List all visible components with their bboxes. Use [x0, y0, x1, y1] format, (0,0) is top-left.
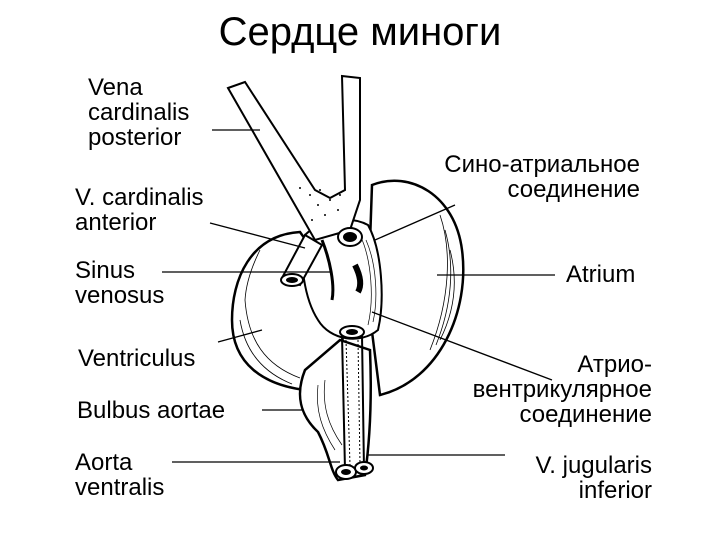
vena-cardinalis-posterior-shape — [226, 74, 361, 242]
label-atrio-ventricular: Атрио- вентрикулярное соединение — [472, 351, 652, 428]
label-bulbus-aortae: Bulbus aortae — [77, 397, 226, 424]
atrium-shape — [366, 179, 465, 397]
leader-ventriculus — [217, 329, 263, 343]
label-vena-cardinalis-posterior: Vena cardinalis posterior — [88, 74, 190, 151]
label-aorta-ventralis: Aorta ventralis — [75, 449, 165, 501]
label-sinus-venosus: Sinus venosus — [75, 257, 165, 309]
label-sino-atrial: Сино-атриальное соединение — [444, 151, 640, 203]
leader-atrio-ventricular — [371, 311, 553, 381]
leader-v-cardinalis-anterior — [209, 222, 306, 249]
page-title: Сердце миноги — [218, 10, 502, 54]
label-ventriculus: Ventriculus — [78, 345, 196, 372]
leader-sino-atrial — [374, 204, 456, 241]
label-v-jugularis-inferior: V. jugularis inferior — [535, 452, 652, 504]
label-atrium: Atrium — [566, 261, 636, 288]
label-v-cardinalis-anterior: V. cardinalis anterior — [75, 184, 204, 236]
